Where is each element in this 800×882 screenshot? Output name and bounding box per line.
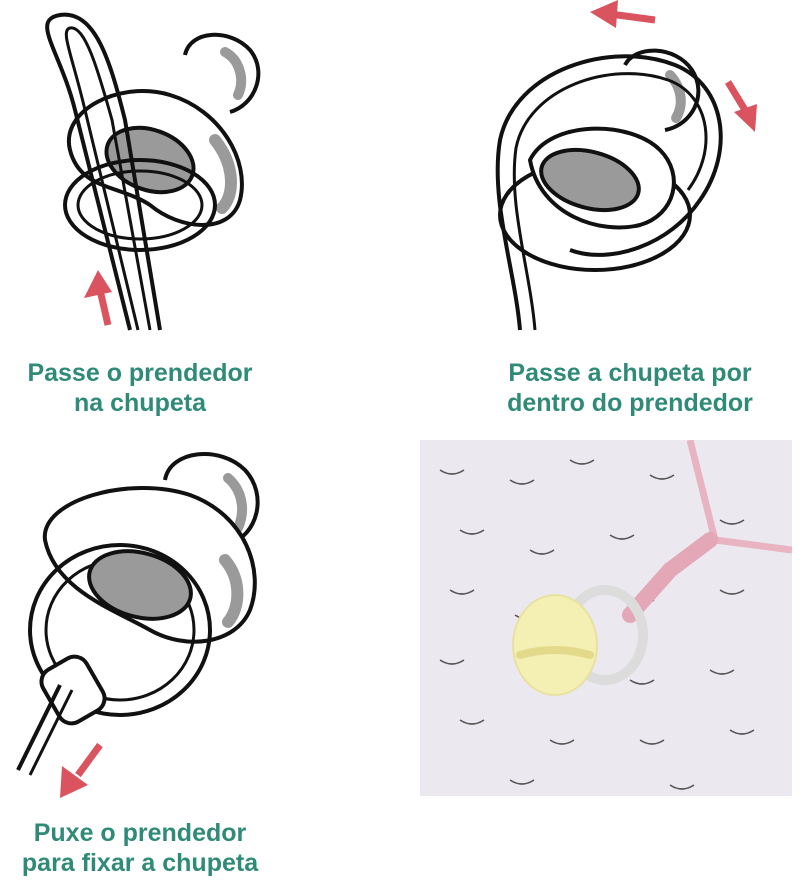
pacifier-ring	[63, 158, 217, 252]
step-2-caption: Passe a chupeta por dentro do prendedor	[490, 358, 770, 418]
step-1-caption-line-1: Passe o prendedor	[27, 359, 253, 387]
step-1-illustration	[0, 0, 300, 350]
blanket-pattern	[439, 459, 755, 790]
pacifier-handle	[163, 452, 260, 547]
pacifier-ring	[28, 543, 212, 717]
pacifier-handle	[183, 32, 261, 114]
step-2-caption-line-2: dentro do prendedor	[507, 389, 753, 417]
arrow-left-icon	[590, 0, 656, 28]
pacifier-nipple	[87, 549, 193, 621]
clip-loop	[495, 54, 723, 331]
step-1-caption: Passe o prendedor na chupeta	[10, 358, 270, 418]
step-2-caption-line-1: Passe a chupeta por	[508, 359, 752, 387]
arrow-down-right-icon	[725, 80, 757, 132]
clip-loop	[45, 12, 162, 331]
pacifier-shield-photo	[512, 594, 598, 696]
arrow-up-icon	[84, 270, 112, 326]
step-1-caption-line-2: na chupeta	[74, 389, 206, 417]
clip-knot	[39, 654, 107, 726]
step-3-caption: Puxe o prendedor para fixar a chupeta	[10, 818, 270, 878]
arrow-down-left-icon	[60, 742, 103, 798]
pacifier-nipple	[539, 148, 641, 212]
step-3-illustration	[0, 440, 300, 810]
step-3-caption-line-2: para fixar a chupeta	[21, 849, 259, 877]
step-2-illustration	[460, 0, 800, 350]
product-photo	[420, 440, 792, 796]
step-3-caption-line-1: Puxe o prendedor	[33, 819, 247, 847]
